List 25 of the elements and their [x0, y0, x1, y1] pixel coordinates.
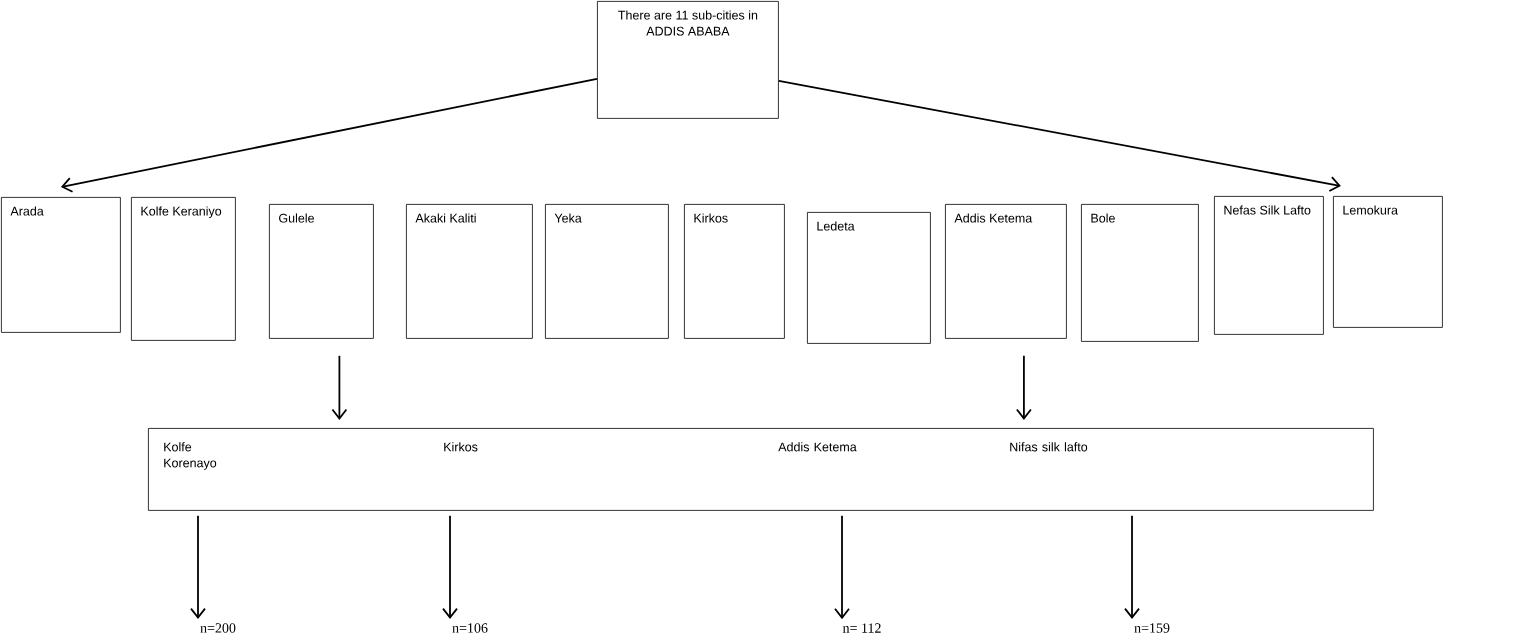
sub-city-box: Bole: [1081, 204, 1199, 342]
sub-city-box: Nefas Silk Lafto: [1214, 196, 1324, 335]
arrow: [1016, 354, 1032, 420]
arrow: [442, 514, 458, 620]
arrow: [1124, 514, 1140, 620]
sub-city-box: Addis Ketema: [945, 204, 1067, 339]
sample-size: n=200: [200, 623, 236, 633]
sample-size: n=106: [452, 623, 488, 633]
sub-city-box: Kirkos: [684, 204, 785, 339]
arrow: [60, 77, 598, 193]
arrow: [331, 354, 348, 420]
arrow: [777, 79, 1341, 192]
sample-size: n= 112: [842, 623, 881, 633]
sample-box: Kolfe Korenayo Kirkos Addis Ketema Nifas silk lafto: [148, 428, 1374, 511]
sample-size: n=159: [1134, 623, 1170, 633]
sub-city-box: Ledeta: [807, 212, 931, 344]
sub-city-box: Gulele: [269, 204, 374, 339]
arrow: [190, 514, 206, 620]
sub-city-box: Kolfe Keraniyo: [131, 197, 236, 341]
sub-city-box: Arada: [1, 197, 121, 333]
arrow: [834, 514, 850, 620]
sub-city-box: Yeka: [545, 204, 669, 339]
sub-city-box: Lemokura: [1333, 196, 1443, 328]
sub-city-box: Akaki Kaliti: [406, 204, 533, 339]
heading-box: There are 11 sub-cities in ADDIS ABABA: [597, 1, 779, 119]
